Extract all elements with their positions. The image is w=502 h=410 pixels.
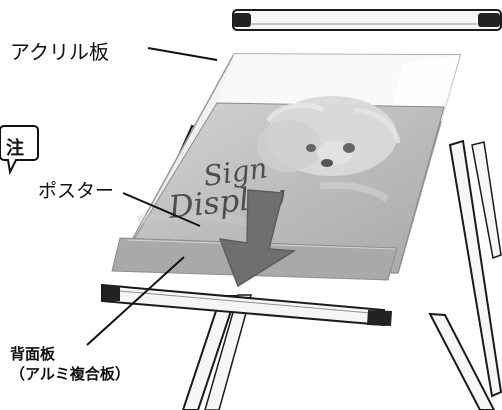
- back-panel-label-line-1: 背面板: [10, 345, 56, 363]
- down-arrow-icon: [218, 189, 297, 288]
- bottom-frame-rail: [101, 283, 392, 327]
- acrylic-panel-label: アクリル板: [10, 40, 109, 64]
- leader-lines: [86, 47, 218, 346]
- rear-stand-legs: [138, 124, 502, 410]
- back-panel-label-line-2: （アルミ複合板）: [10, 365, 130, 383]
- top-frame-bar: [232, 9, 502, 31]
- note-badge-icon: [0, 125, 39, 176]
- back-panel-label: 背面板 （アルミ複合板）: [10, 344, 130, 384]
- note-label: 注: [6, 138, 24, 159]
- poster-label: ポスター: [38, 180, 115, 202]
